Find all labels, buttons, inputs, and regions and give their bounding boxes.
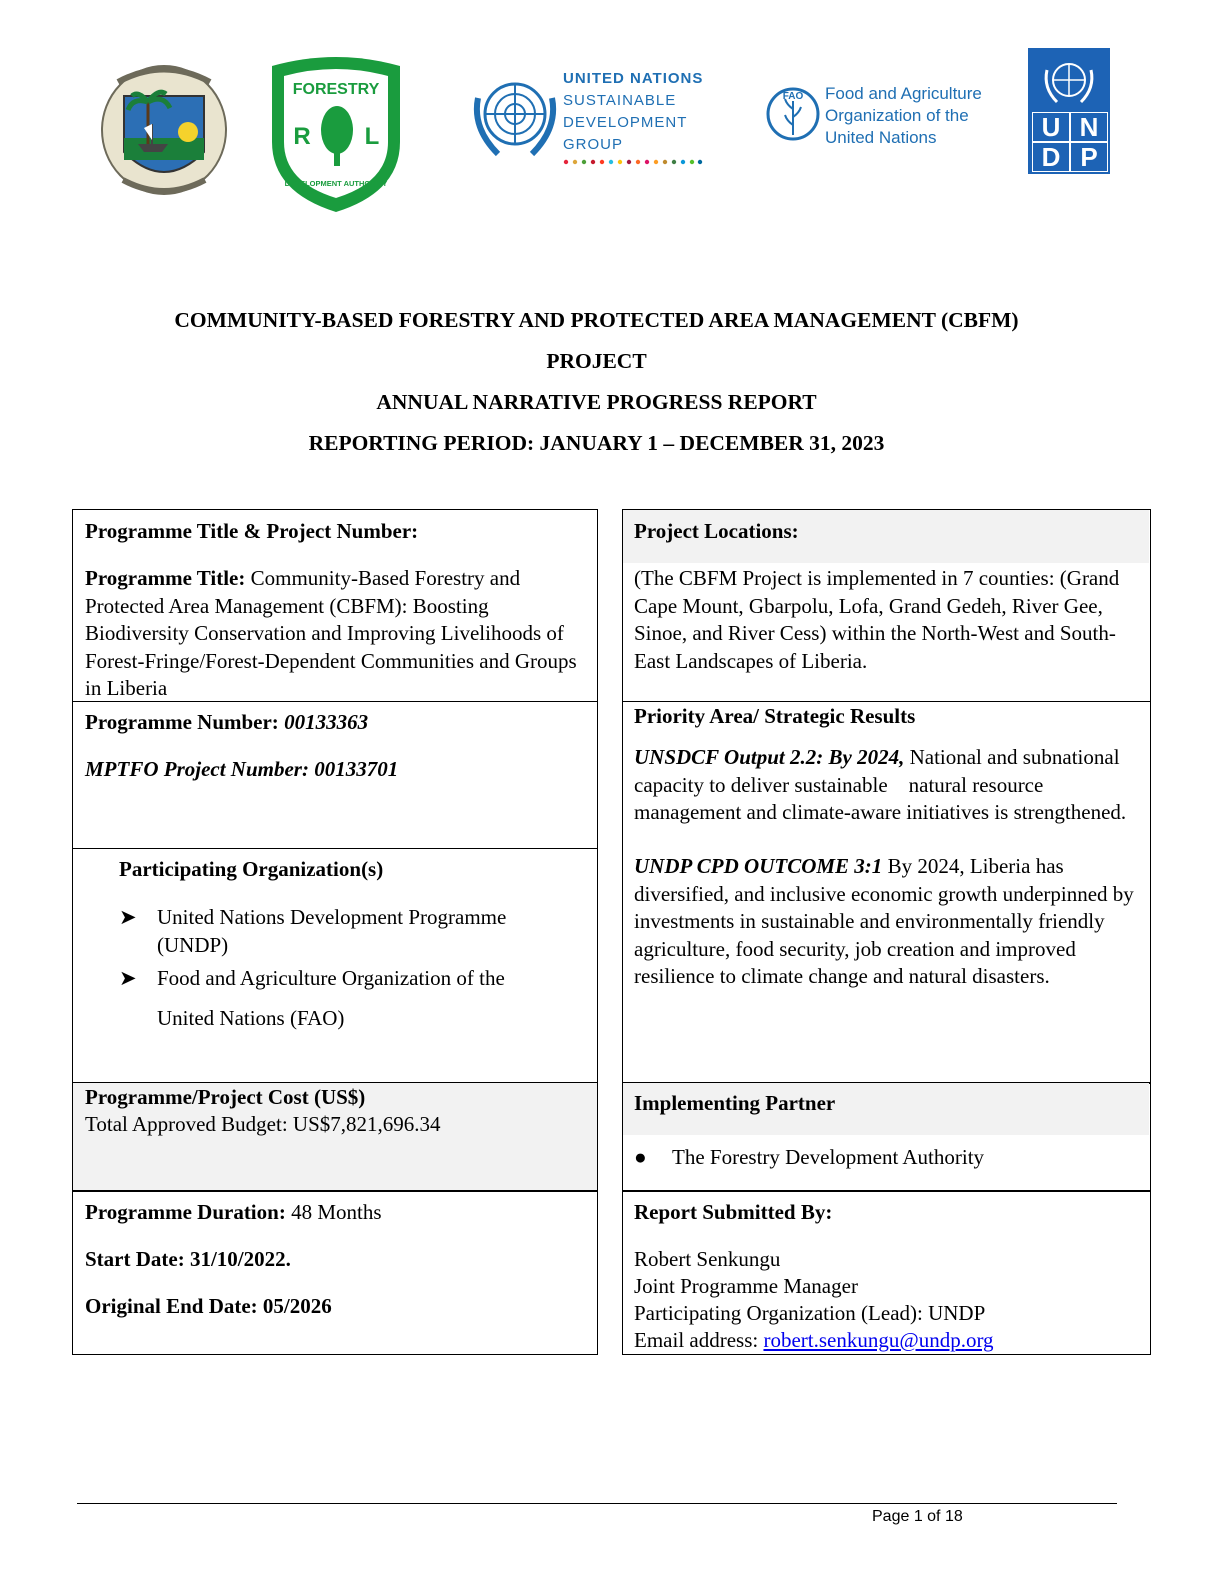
implementing-partner-header: Implementing Partner <box>634 1091 836 1115</box>
undp-cpd-outcome: UNDP CPD OUTCOME 3:1 By 2024, Liberia ha… <box>634 853 1139 991</box>
programme-title-text: Programme Title: Community-Based Forestr… <box>85 565 590 703</box>
liberia-seal-icon <box>101 65 227 195</box>
unsdg-line-3: DEVELOPMENT <box>563 114 688 131</box>
unsdg-wordmark: UNITED NATIONS SUSTAINABLE DEVELOPMENT G… <box>563 68 703 156</box>
fao-line-3: United Nations <box>825 128 937 147</box>
undp-letter-p: P <box>1070 142 1108 172</box>
project-locations-header: Project Locations: <box>634 519 799 543</box>
locations-header-bg <box>623 510 1149 563</box>
report-title: COMMUNITY-BASED FORESTRY AND PROTECTED A… <box>0 302 1193 466</box>
report-submitted-cell: Report Submitted By: Robert Senkungu Joi… <box>622 1190 1151 1355</box>
programme-title-value: Community-Based Forestry and Protected A… <box>85 566 577 700</box>
undp-cpd-outcome-text: By 2024, Liberia has diversified, and in… <box>634 854 1134 988</box>
start-date: Start Date: 31/10/2022. <box>85 1247 291 1271</box>
programme-duration-cell: Programme Duration: 48 Months Start Date… <box>72 1190 598 1355</box>
arrow-bullet-icon: ➤ <box>119 905 137 929</box>
arrow-bullet-icon: ➤ <box>119 966 137 990</box>
programme-cost-header: Programme/Project Cost (US$) <box>85 1085 366 1109</box>
programme-number: Programme Number: 00133363 <box>85 709 368 737</box>
fda-shield-icon: FORESTRY R L DEVELOPMENT AUTHORITY <box>272 57 400 212</box>
page-number: Page 1 of 18 <box>872 1508 963 1525</box>
list-item-continued: United Nations (FAO) <box>157 1005 345 1030</box>
priority-area-cell: Priority Area/ Strategic Results UNSDCF … <box>622 701 1151 1084</box>
submitter-org: Participating Organization (Lead): UNDP <box>634 1301 986 1325</box>
submitter-role: Joint Programme Manager <box>634 1274 858 1298</box>
footer-divider <box>77 1503 1117 1504</box>
programme-title-header: Programme Title & Project Number: <box>85 519 419 543</box>
submitter-name: Robert Senkungu <box>634 1247 781 1271</box>
unsdg-line-1: UNITED NATIONS <box>563 70 704 87</box>
programme-duration-value: 48 Months <box>285 1200 382 1224</box>
undp-cpd-outcome-label: UNDP CPD OUTCOME 3:1 <box>634 854 883 878</box>
implementing-partner-item: ●The Forestry Development Authority <box>634 1144 984 1172</box>
un-emblem-icon <box>473 82 557 157</box>
unsdg-line-2: SUSTAINABLE <box>563 92 677 109</box>
undp-logo: U N D P <box>1028 48 1110 174</box>
programme-cost-cell: Programme/Project Cost (US$) Total Appro… <box>72 1082 598 1192</box>
programme-duration: Programme Duration: 48 Months <box>85 1199 382 1227</box>
fda-letter-r: R <box>293 123 310 150</box>
implementing-partner-cell: Implementing Partner ●The Forestry Devel… <box>622 1082 1151 1192</box>
participating-orgs-list: ➤United Nations Development Programme (U… <box>119 904 579 1032</box>
priority-area-header: Priority Area/ Strategic Results <box>634 704 916 728</box>
title-line-2: PROJECT <box>546 349 647 373</box>
unsdcf-output-label: UNSDCF Output 2.2: By 2024, <box>634 745 905 769</box>
programme-title-cell: Programme Title & Project Number: Progra… <box>72 509 598 702</box>
mptfo-project-number: MPTFO Project Number: 00133701 <box>85 757 399 781</box>
participating-orgs-header: Participating Organization(s) <box>119 857 384 881</box>
unsdcf-output-text: National and subnational capacity to del… <box>634 745 1127 824</box>
total-approved-budget: Total Approved Budget: US$7,821,696.34 <box>85 1112 441 1136</box>
title-line-4: REPORTING PERIOD: JANUARY 1 – DECEMBER 3… <box>308 431 885 455</box>
submitter-email: Email address: robert.senkungu@undp.org <box>634 1327 994 1355</box>
fda-top-text: FORESTRY <box>293 81 380 98</box>
partner-header-bg <box>623 1083 1149 1135</box>
project-locations-text: (The CBFM Project is implemented in 7 co… <box>634 566 1120 673</box>
programme-title-label: Programme Title: <box>85 566 246 590</box>
list-item: ➤United Nations Development Programme (U… <box>119 905 507 957</box>
email-label: Email address: <box>634 1328 764 1352</box>
report-submitted-header: Report Submitted By: <box>634 1200 833 1224</box>
undp-globe-icon <box>1044 63 1094 104</box>
programme-duration-label: Programme Duration: <box>85 1200 286 1224</box>
original-end-date: Original End Date: 05/2026 <box>85 1294 332 1318</box>
title-line-1: COMMUNITY-BASED FORESTRY AND PROTECTED A… <box>174 308 1019 332</box>
participating-orgs-cell: Participating Organization(s) ➤United Na… <box>72 848 598 1084</box>
email-link[interactable]: robert.senkungu@undp.org <box>763 1328 994 1352</box>
fao-emblem-text: FAO <box>783 91 804 102</box>
sdg-dots-icon <box>563 159 703 165</box>
fao-emblem-icon: FAO <box>766 87 820 141</box>
fao-line-2: Organization of the <box>825 106 969 125</box>
fda-bottom-text: DEVELOPMENT AUTHORITY <box>285 179 388 188</box>
programme-number-label: Programme Number: <box>85 710 285 734</box>
programme-number-value: 00133363 <box>284 710 369 734</box>
undp-letter-u: U <box>1032 112 1070 142</box>
bullet-icon: ● <box>634 1145 647 1169</box>
fao-line-1: Food and Agriculture <box>825 84 982 103</box>
undp-letter-d: D <box>1032 142 1070 172</box>
unsdg-line-4: GROUP <box>563 136 624 153</box>
project-locations-cell: Project Locations: (The CBFM Project is … <box>622 509 1151 702</box>
unsdcf-output: UNSDCF Output 2.2: By 2024, National and… <box>634 744 1139 827</box>
title-line-3: ANNUAL NARRATIVE PROGRESS REPORT <box>376 390 817 414</box>
programme-number-cell: Programme Number: 00133363 MPTFO Project… <box>72 701 598 849</box>
list-item: ➤Food and Agriculture Organization of th… <box>119 965 579 993</box>
fao-wordmark: Food and Agriculture Organization of the… <box>825 83 982 149</box>
fda-letter-l: L <box>365 123 380 150</box>
undp-letter-n: N <box>1070 112 1108 142</box>
